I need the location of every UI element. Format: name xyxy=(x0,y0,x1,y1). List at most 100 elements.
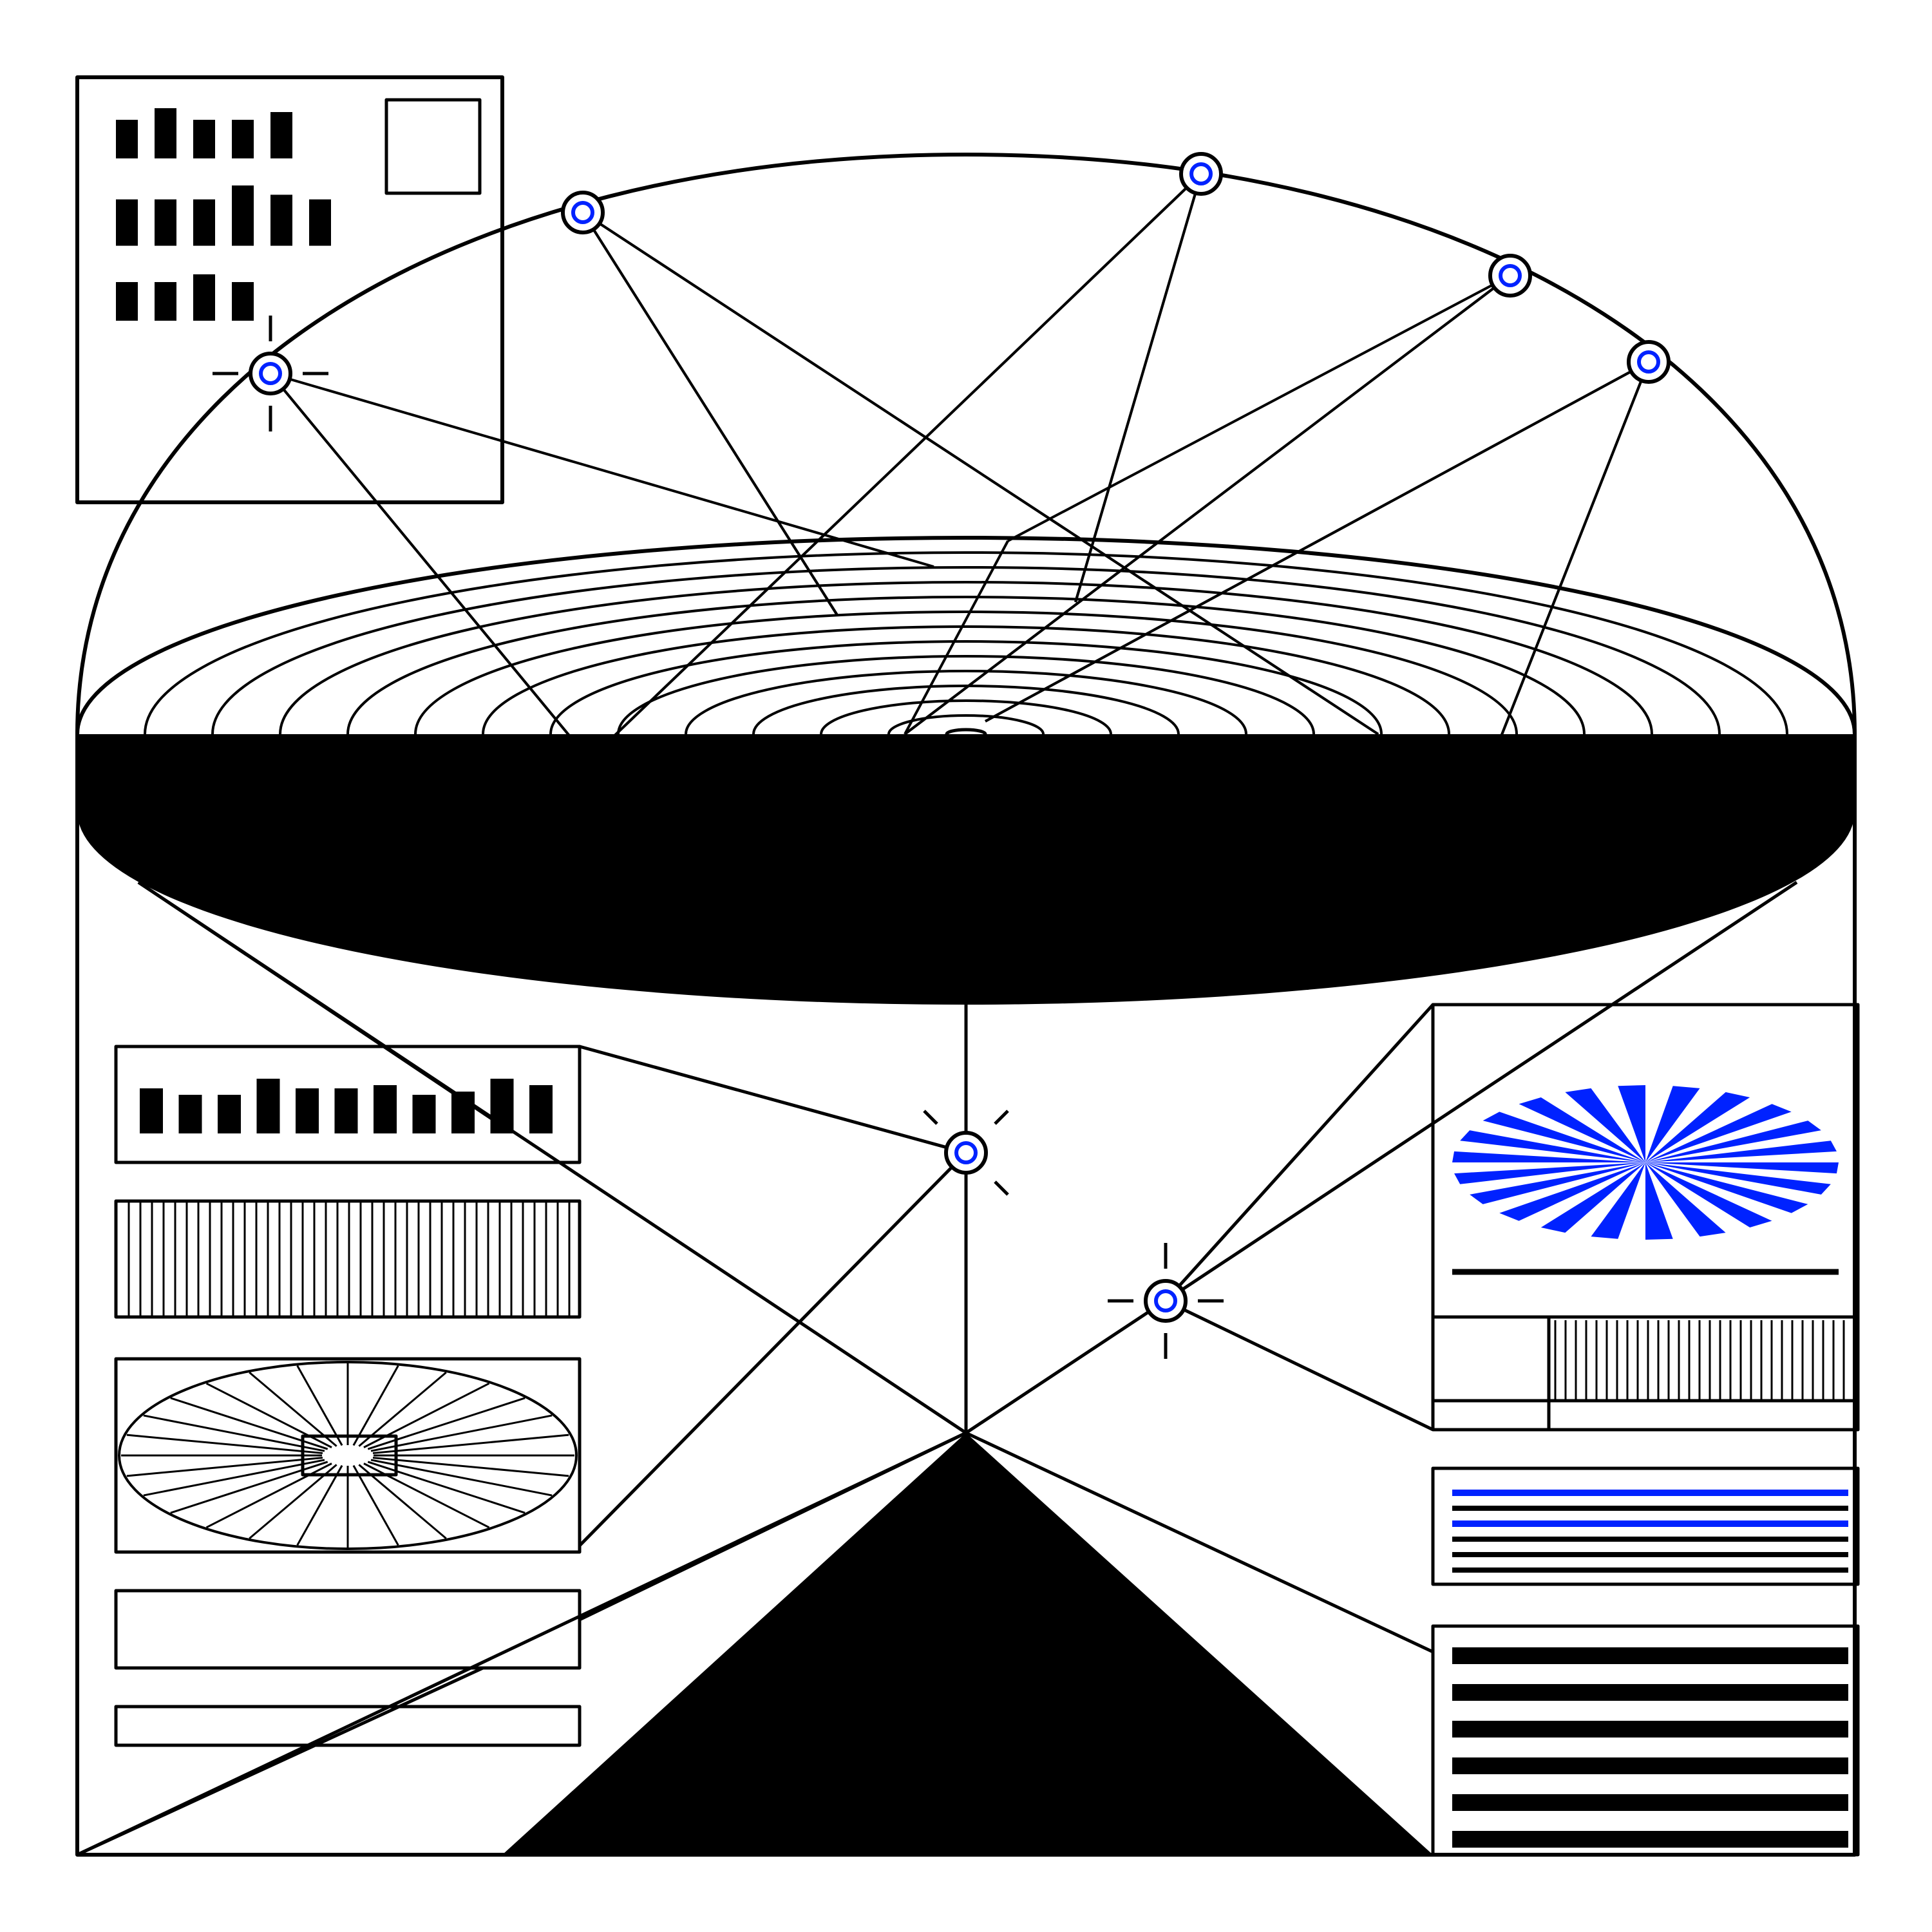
sunburst-ray xyxy=(1618,1085,1645,1162)
thick-line xyxy=(1452,1684,1848,1701)
left-radial-spoke xyxy=(249,1372,337,1447)
sunburst-ray xyxy=(1645,1141,1837,1162)
sunburst-ray xyxy=(1454,1162,1645,1184)
disc-ring xyxy=(414,611,1518,858)
sunburst-ray xyxy=(1540,1162,1645,1233)
left-radial-spoke xyxy=(367,1397,526,1450)
sunburst-ray xyxy=(1591,1162,1645,1239)
target-node-icon xyxy=(1108,1243,1224,1359)
left-bar xyxy=(334,1088,358,1133)
layered-disc xyxy=(75,536,1857,1005)
thick-line xyxy=(1452,1721,1848,1738)
left-radial-spoke xyxy=(249,1464,337,1539)
thick-line xyxy=(1452,1794,1848,1811)
left-bar xyxy=(256,1079,280,1133)
left-blue-bar xyxy=(114,1705,582,1747)
node-inner-ring xyxy=(954,1141,978,1164)
top-left-bar-group xyxy=(116,108,331,321)
thick-line xyxy=(1452,1647,1848,1664)
disc-ring xyxy=(482,625,1450,843)
left-radial-spoke xyxy=(358,1464,447,1539)
sunburst-ray xyxy=(1460,1130,1645,1162)
left-bar xyxy=(218,1095,241,1133)
node-outer-ring xyxy=(249,352,292,395)
left-radial-spoke xyxy=(352,1464,399,1546)
left-radial-spoke xyxy=(143,1459,325,1497)
left-radial-spoke xyxy=(126,1434,323,1454)
top-left-bar xyxy=(309,199,331,246)
left-bar-chart-panel xyxy=(114,1045,582,1164)
top-left-bar xyxy=(232,282,254,321)
node-inner-ring xyxy=(259,362,282,385)
disc-ring xyxy=(549,640,1383,828)
top-left-bar xyxy=(232,185,254,246)
top-left-bar xyxy=(116,199,138,246)
target-node-icon xyxy=(1488,254,1532,298)
left-radial-spoke xyxy=(126,1457,323,1477)
sunburst-ray xyxy=(1645,1162,1673,1240)
left-bar xyxy=(374,1085,397,1133)
center-triangle xyxy=(502,1433,1433,1855)
sunburst-ray xyxy=(1645,1104,1792,1162)
left-radial-spoke xyxy=(358,1372,447,1447)
sunburst-ray xyxy=(1482,1112,1645,1162)
right-sunburst-rays xyxy=(1452,1085,1839,1240)
top-left-bar xyxy=(116,120,138,158)
thick-line xyxy=(1452,1831,1848,1848)
sunburst-ray xyxy=(1645,1086,1700,1162)
left-radial-spoke xyxy=(352,1365,399,1446)
left-radial-spoke xyxy=(296,1464,343,1546)
node-inner-ring xyxy=(1189,162,1213,185)
sunburst-ray xyxy=(1470,1162,1645,1204)
disc-ring xyxy=(617,655,1315,813)
left-radial-blue-block xyxy=(301,1434,398,1477)
target-node-icon xyxy=(213,316,328,431)
left-radial-spokes xyxy=(121,1363,574,1548)
sunburst-ray xyxy=(1452,1151,1645,1162)
sunburst-ray xyxy=(1519,1097,1645,1162)
node-inner-ring xyxy=(1499,264,1522,287)
sunburst-ray xyxy=(1645,1162,1726,1237)
disc-ring xyxy=(820,699,1112,769)
crosshair-icon xyxy=(213,316,328,431)
disc-base xyxy=(77,734,1855,1005)
top-left-bar xyxy=(270,112,292,158)
top-left-bar xyxy=(155,282,176,321)
left-empty-panel xyxy=(114,1589,582,1670)
right-table-panel xyxy=(1431,1315,1860,1432)
thick-line xyxy=(1452,1757,1848,1774)
top-left-panel xyxy=(75,75,504,504)
disc-overlay-lines xyxy=(269,173,1650,909)
node-inner-ring xyxy=(1154,1289,1177,1312)
left-radial-spoke xyxy=(370,1459,553,1497)
crosshair-icon xyxy=(923,1110,1009,1196)
top-left-bar xyxy=(155,199,176,246)
left-bar xyxy=(178,1095,202,1133)
sunburst-ray xyxy=(1645,1092,1750,1162)
right-ruled-panel xyxy=(1431,1466,1860,1586)
left-radial-spoke xyxy=(143,1414,325,1452)
disc-top xyxy=(75,536,1857,933)
left-radial-spoke xyxy=(370,1414,553,1452)
top-left-blue-square xyxy=(384,98,482,195)
target-node-icon xyxy=(561,191,605,234)
disc-ring xyxy=(279,581,1653,887)
node-inner-ring xyxy=(1637,350,1660,374)
node-outer-ring xyxy=(561,191,605,234)
sunburst-ray xyxy=(1645,1162,1839,1174)
target-node-icon xyxy=(1627,340,1671,384)
right-thick-lines-panel xyxy=(1431,1624,1860,1857)
left-bar xyxy=(529,1085,553,1133)
sunburst-ray xyxy=(1565,1088,1645,1162)
top-left-bar xyxy=(116,282,138,321)
crosshair-tick xyxy=(923,1110,938,1125)
top-left-bar xyxy=(270,194,292,246)
left-bar xyxy=(140,1088,163,1133)
sunburst-ray xyxy=(1645,1162,1772,1227)
node-inner-ring xyxy=(571,201,594,224)
sunburst-ray xyxy=(1645,1162,1831,1195)
top-left-bar xyxy=(193,199,215,246)
crosshair-icon xyxy=(1108,1243,1224,1359)
node-outer-ring xyxy=(1179,152,1223,196)
